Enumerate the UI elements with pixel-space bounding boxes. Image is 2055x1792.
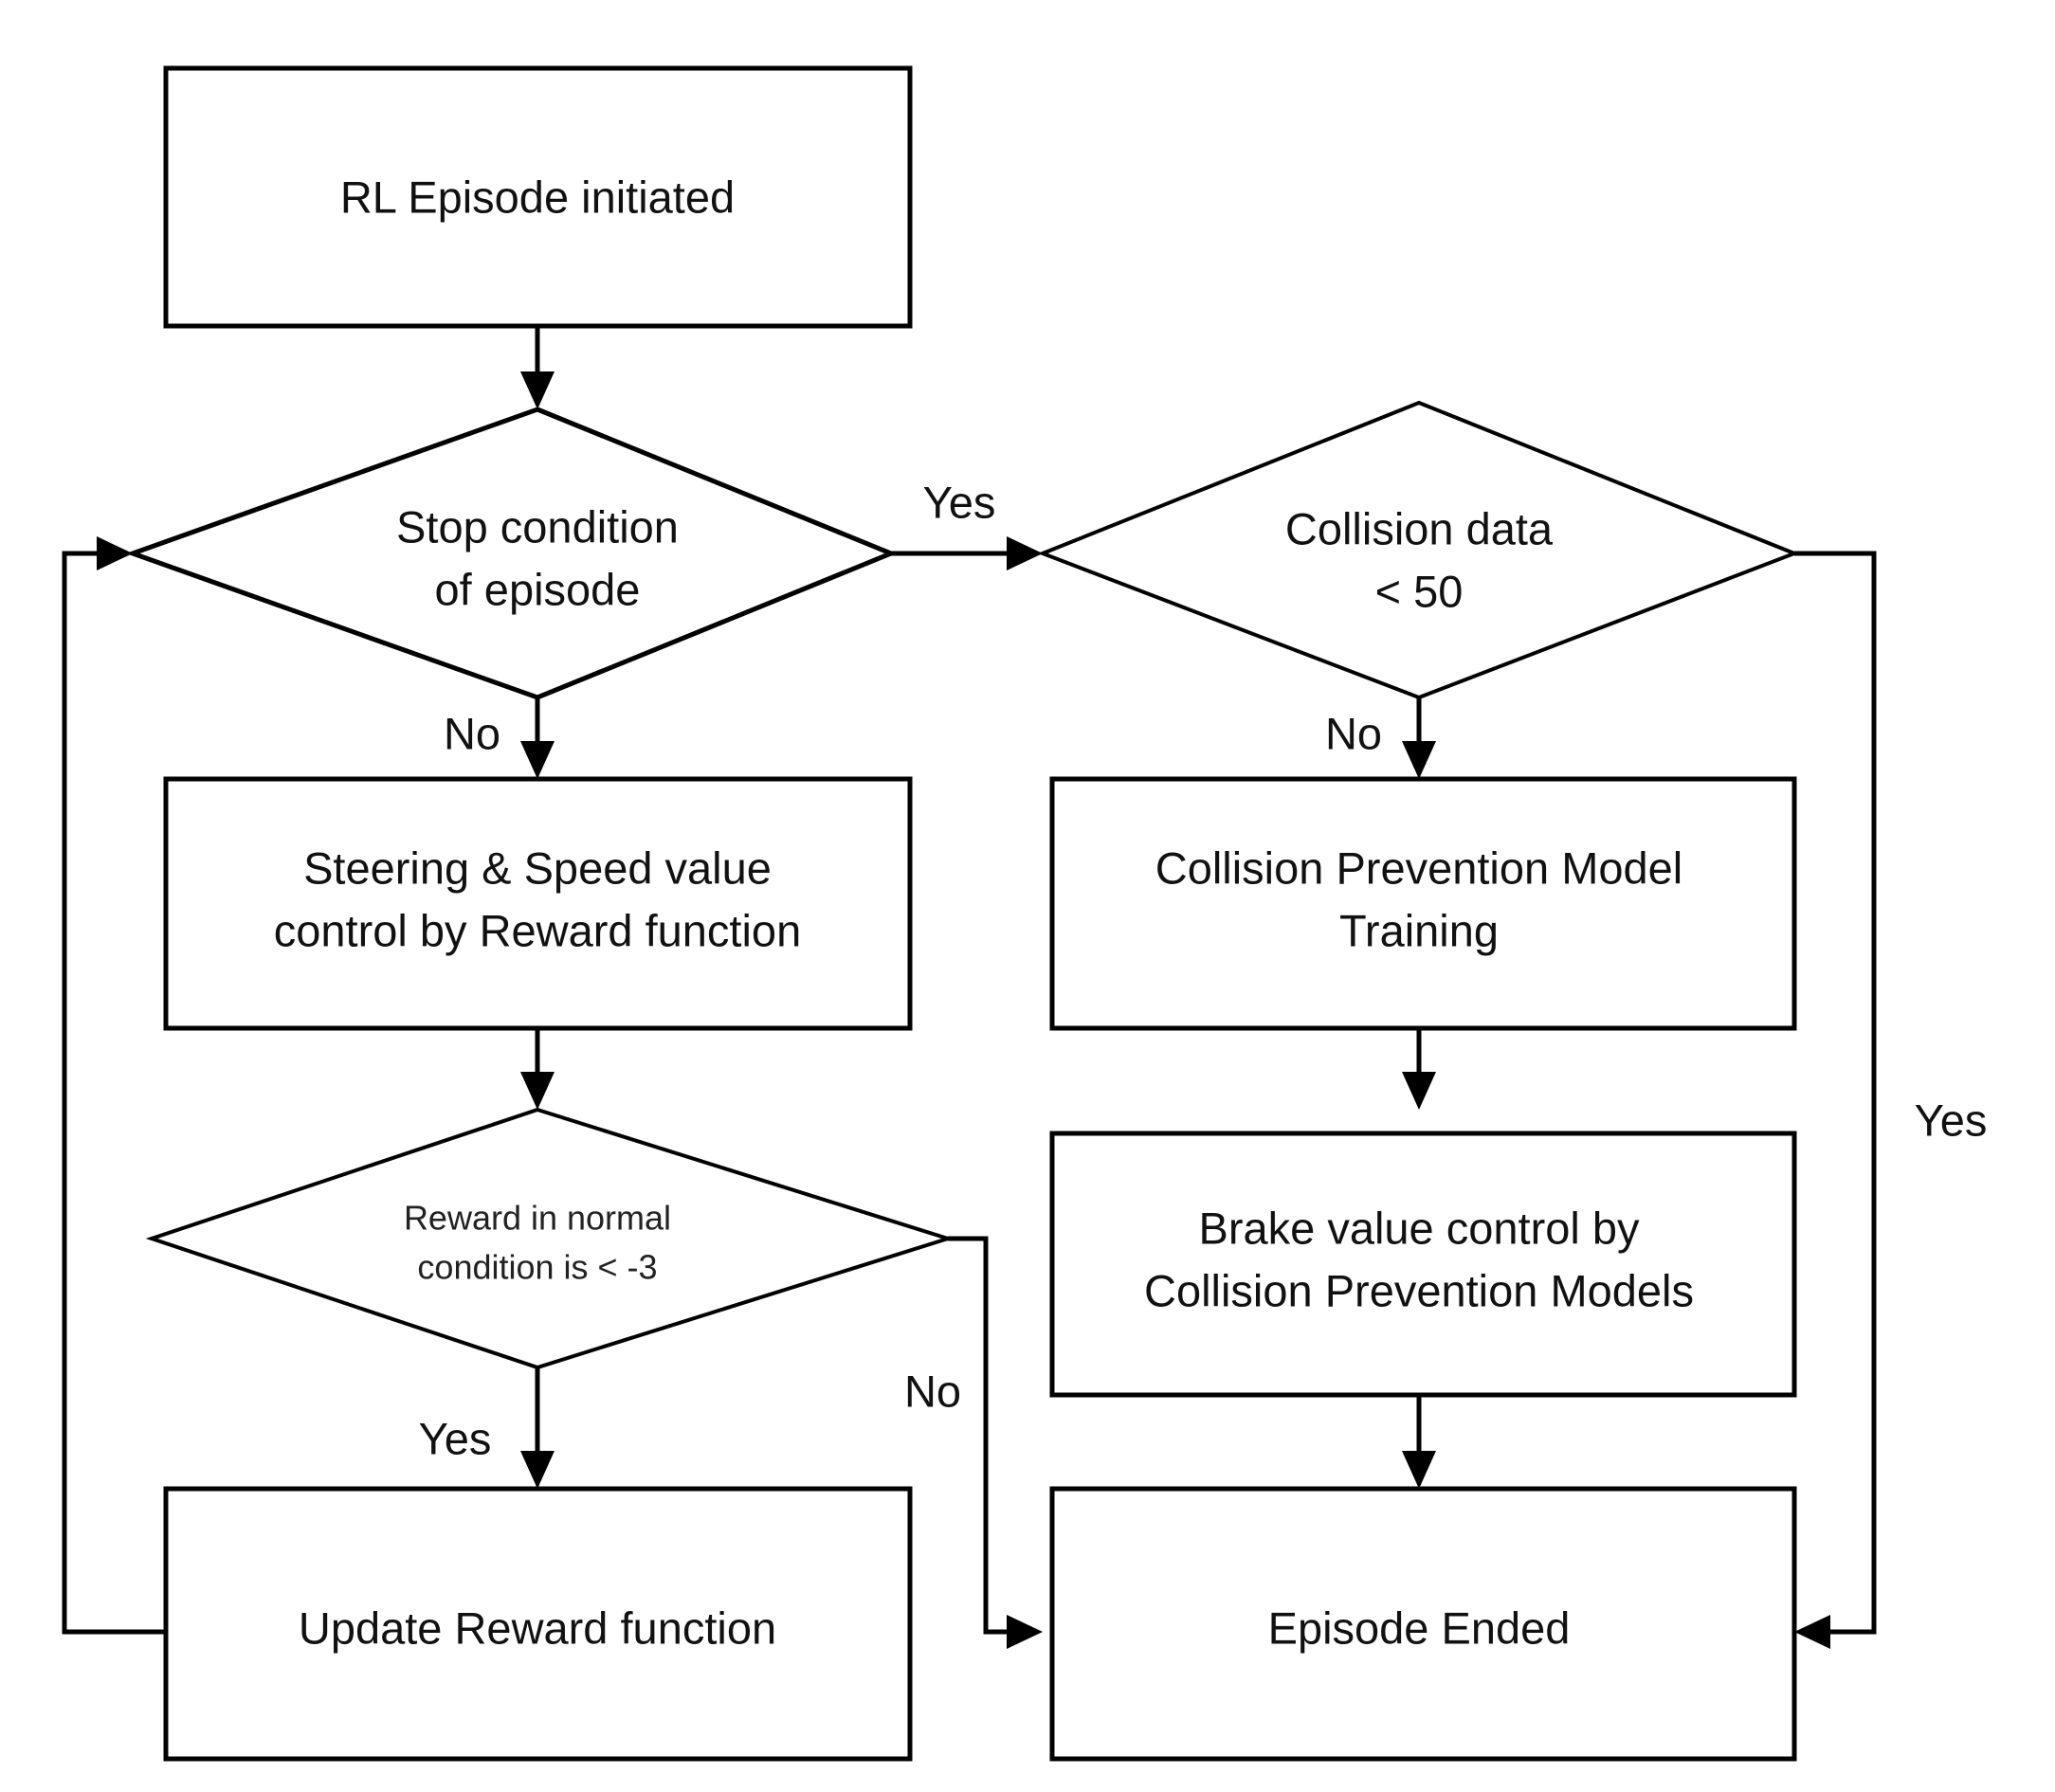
edge-steering-to-reward-check xyxy=(520,1028,555,1110)
edge-collision-yes-to-episode-ended xyxy=(1794,551,1877,1649)
node-label-stop-condition-line2: of episode xyxy=(435,564,641,614)
edge-update-reward-loopback xyxy=(62,536,166,1635)
edge-label-collision-yes: Yes xyxy=(1915,1095,1988,1145)
edge-start-to-stop-condition xyxy=(520,326,555,409)
edge-label-stop-no: No xyxy=(444,708,500,758)
node-label-steering-line1: Steering & Speed value xyxy=(303,842,772,893)
node-update-reward-function[interactable]: Update Reward function xyxy=(163,1486,913,1762)
edge-reward-yes-to-update xyxy=(520,1367,555,1489)
node-label-steering-line2: control by Reward function xyxy=(274,905,801,955)
node-collision-prevention-model-training[interactable]: Collision Prevention Model Training xyxy=(1049,776,1797,1031)
node-label-update-reward: Update Reward function xyxy=(299,1602,776,1653)
edge-label-collision-no: No xyxy=(1325,708,1382,758)
node-label-training-line2: Training xyxy=(1339,905,1499,955)
node-episode-ended[interactable]: Episode Ended xyxy=(1049,1486,1797,1762)
node-label-brake-line1: Brake value control by xyxy=(1198,1203,1640,1253)
edge-label-reward-no: No xyxy=(904,1366,961,1416)
edge-training-to-brake-control xyxy=(1402,1028,1436,1110)
node-label-brake-line2: Collision Prevention Models xyxy=(1144,1265,1694,1315)
node-label-stop-condition-line1: Stop condition xyxy=(396,501,679,552)
node-collision-data-threshold[interactable]: Collision data < 50 xyxy=(1037,400,1800,700)
node-label-collision-line1: Collision data xyxy=(1285,503,1554,553)
node-label-collision-line2: < 50 xyxy=(1375,566,1464,616)
edge-reward-no-to-episode-ended xyxy=(948,1236,1043,1649)
node-label-reward-check-line2: condition is < -3 xyxy=(417,1248,657,1287)
node-label-episode-ended: Episode Ended xyxy=(1268,1602,1571,1653)
node-label-reward-check-line1: Reward in normal xyxy=(404,1199,671,1238)
node-brake-value-control[interactable]: Brake value control by Collision Prevent… xyxy=(1049,1131,1797,1398)
node-stop-condition-of-episode[interactable]: Stop condition of episode xyxy=(125,407,898,700)
edge-brake-to-episode-ended xyxy=(1402,1395,1436,1489)
node-reward-normal-condition-check[interactable]: Reward in normal condition is < -3 xyxy=(145,1107,955,1370)
node-rl-episode-initiated[interactable]: RL Episode initiated xyxy=(163,65,913,329)
edge-label-reward-yes: Yes xyxy=(419,1413,492,1463)
edge-collision-no-to-training xyxy=(1402,697,1436,779)
edge-label-stop-yes: Yes xyxy=(923,477,996,527)
edge-stop-yes-to-collision xyxy=(891,536,1043,570)
edge-stop-no-to-steering xyxy=(520,697,555,779)
node-label-training-line1: Collision Prevention Model xyxy=(1155,842,1682,893)
node-steering-speed-control[interactable]: Steering & Speed value control by Reward… xyxy=(163,776,913,1031)
node-label-start: RL Episode initiated xyxy=(340,172,735,222)
